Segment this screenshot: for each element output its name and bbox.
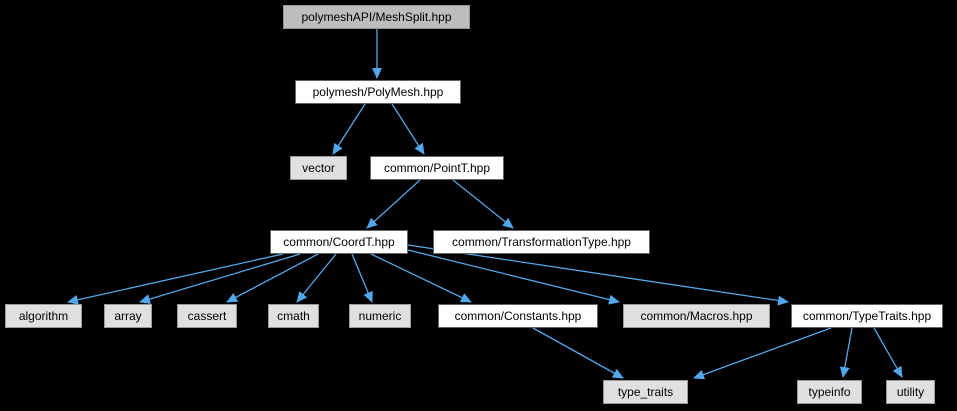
edge-coordt-to-constants xyxy=(370,253,472,303)
graph-node-algorithm: algorithm xyxy=(5,304,82,328)
graph-node-constants[interactable]: common/Constants.hpp xyxy=(438,304,598,328)
graph-node-typetraits[interactable]: common/TypeTraits.hpp xyxy=(791,304,943,328)
edge-coordt-to-array xyxy=(139,253,301,304)
edge-polymesh-to-vector xyxy=(332,103,366,155)
graph-node-transformationtype[interactable]: common/TransformationType.hpp xyxy=(433,230,650,254)
graph-node-vector: vector xyxy=(290,156,347,180)
graph-node-numeric: numeric xyxy=(349,304,411,328)
edge-coordt-to-typetraits xyxy=(407,244,789,306)
edge-coordt-to-cmath xyxy=(296,253,337,303)
edge-typetraits-to-utility xyxy=(873,327,903,378)
graph-node-typeinfo: typeinfo xyxy=(797,380,862,404)
edge-coordt-to-numeric xyxy=(351,253,373,303)
edge-typetraits-to-typeinfo xyxy=(839,327,853,378)
graph-node-array: array xyxy=(104,304,152,328)
edge-coordt-to-algorithm xyxy=(67,253,284,305)
edge-typetraits-to-type_traits xyxy=(693,327,832,380)
graph-node-type_traits: type_traits xyxy=(603,380,688,404)
graph-node-polymesh[interactable]: polymesh/PolyMesh.hpp xyxy=(295,80,461,104)
graph-node-cmath: cmath xyxy=(268,304,319,328)
edge-constants-to-type_traits xyxy=(532,327,624,379)
graph-node-macros: common/Macros.hpp xyxy=(623,304,770,328)
edge-coordt-to-macros xyxy=(407,249,620,305)
edge-polymesh-to-pointt xyxy=(391,103,425,155)
graph-node-utility: utility xyxy=(886,380,935,404)
edge-pointt-to-transformationtype xyxy=(452,179,514,229)
graph-node-cassert: cassert xyxy=(177,304,237,328)
edge-pointt-to-coordt xyxy=(366,179,421,229)
graph-node-meshsplit: polymeshAPI/MeshSplit.hpp xyxy=(283,5,470,29)
graph-node-pointt[interactable]: common/PointT.hpp xyxy=(370,156,504,180)
graph-node-coordt[interactable]: common/CoordT.hpp xyxy=(270,230,408,254)
edge-coordt-to-cassert xyxy=(226,253,319,303)
